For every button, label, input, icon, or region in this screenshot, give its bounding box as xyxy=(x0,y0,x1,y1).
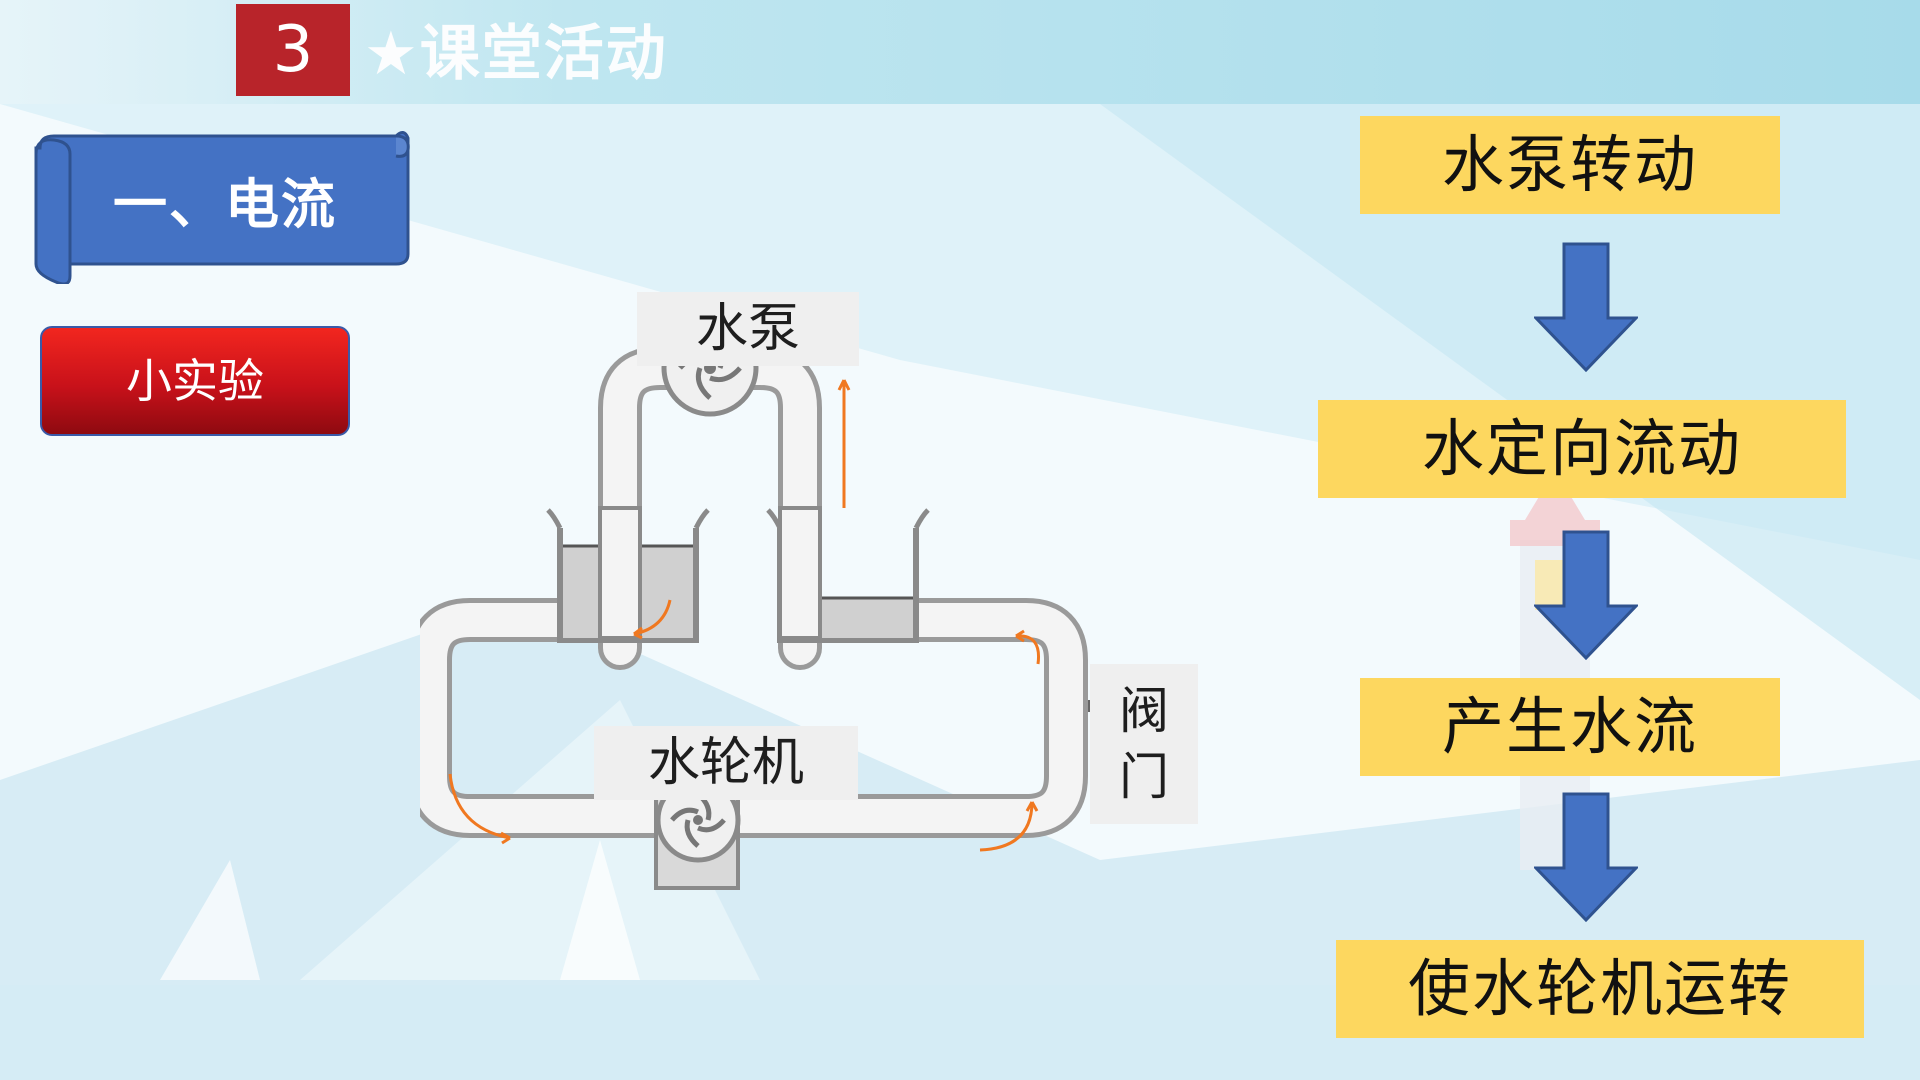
flow-step-2: 水定向流动 xyxy=(1318,400,1846,498)
valve-label: 阀 门 xyxy=(1090,664,1198,824)
page-title: ★课堂活动 xyxy=(364,19,668,89)
flow-step-3: 产生水流 xyxy=(1360,678,1780,776)
experiment-button[interactable]: 小实验 xyxy=(40,326,350,436)
waterwheel-impeller xyxy=(654,777,741,890)
section-number-badge: 3 xyxy=(236,4,350,96)
section-title: 一、电流 xyxy=(113,173,337,236)
down-arrow-icon xyxy=(1534,792,1638,922)
flow-step-1: 水泵转动 xyxy=(1360,116,1780,214)
waterwheel-label: 水轮机 xyxy=(594,726,858,800)
valve-label-line2: 门 xyxy=(1119,748,1169,806)
valve-label-line1: 阀 xyxy=(1119,682,1169,740)
down-arrow-icon xyxy=(1534,530,1638,660)
water-circuit-diagram xyxy=(420,319,1114,890)
section-banner xyxy=(34,131,410,284)
down-arrow-icon xyxy=(1534,242,1638,372)
flow-step-4: 使水轮机运转 xyxy=(1336,940,1864,1038)
pump-label: 水泵 xyxy=(637,292,859,366)
